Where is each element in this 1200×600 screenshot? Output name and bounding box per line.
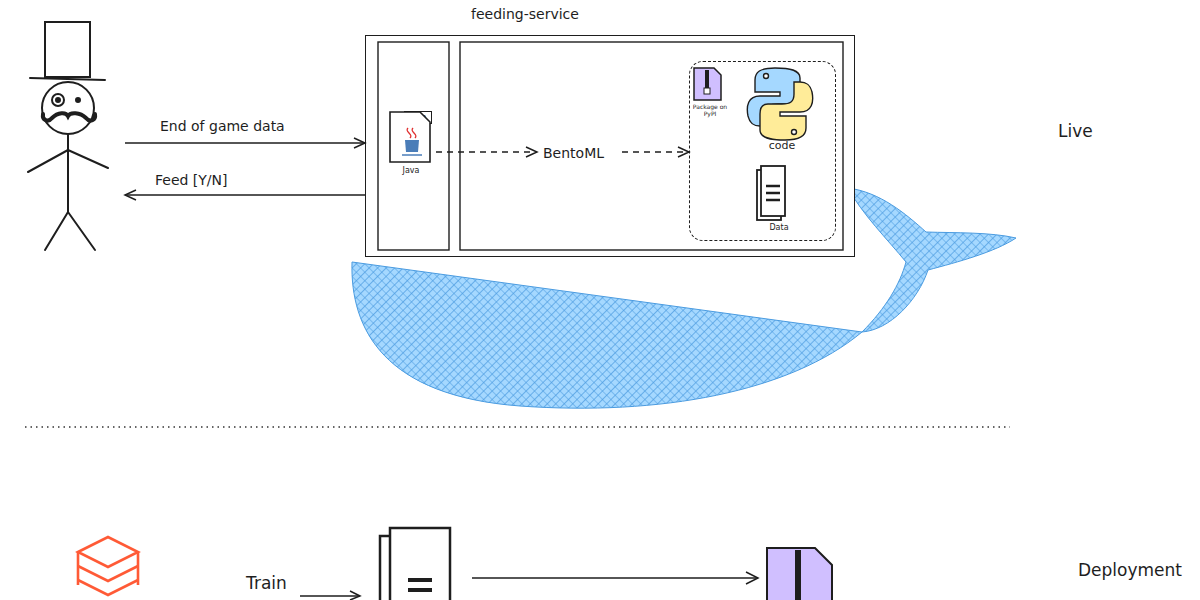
section-label: Live bbox=[1058, 121, 1093, 141]
python-logo bbox=[747, 68, 812, 140]
stick-figure-actor bbox=[30, 20, 125, 255]
train-arrow bbox=[300, 591, 360, 600]
edge-label: BentoML bbox=[543, 145, 604, 161]
arrow-head bbox=[125, 190, 136, 200]
section-label: Deployment bbox=[1078, 560, 1182, 580]
package-caption: Package on PyPI bbox=[692, 104, 728, 118]
code-caption: code bbox=[762, 140, 802, 153]
connector-line bbox=[125, 142, 365, 144]
databricks-logo bbox=[78, 537, 138, 595]
connector-line bbox=[125, 194, 365, 196]
java-caption: Java bbox=[389, 166, 433, 175]
java-tag: Java bbox=[404, 111, 432, 124]
service-inner-frames bbox=[378, 42, 843, 250]
arrow-head bbox=[678, 147, 689, 157]
data-caption: Data bbox=[754, 223, 804, 232]
edge-label: End of game data bbox=[160, 118, 285, 134]
service-title: feeding-service bbox=[471, 6, 691, 22]
pypi-package-icon bbox=[694, 68, 721, 100]
connector-line bbox=[436, 151, 537, 153]
bento-group: Package on PyPI codeData bbox=[689, 61, 836, 241]
model-doc-icon bbox=[380, 528, 450, 600]
package-node: Package on PyPI bbox=[692, 66, 732, 136]
connector-arrow bbox=[125, 190, 365, 200]
data-doc-icon bbox=[757, 166, 785, 220]
data-node: Data bbox=[754, 162, 804, 237]
edge-label: Feed [Y/N] bbox=[155, 172, 228, 188]
arrow-head bbox=[526, 147, 537, 157]
code-node: code bbox=[747, 66, 812, 156]
connector-line bbox=[622, 151, 689, 153]
stick-figure bbox=[28, 22, 108, 250]
java-icon bbox=[390, 112, 430, 162]
deploy-package-icon bbox=[767, 548, 832, 600]
java-component: JavaJava bbox=[386, 106, 436, 186]
section-divider bbox=[25, 426, 1010, 427]
package-arrow bbox=[472, 572, 758, 584]
step-label: Train bbox=[246, 573, 287, 593]
connector-arrow bbox=[125, 138, 365, 148]
service-box: feeding-serviceJavaJavaPackage on PyPIco… bbox=[365, 35, 855, 257]
arrow-head bbox=[354, 138, 365, 148]
